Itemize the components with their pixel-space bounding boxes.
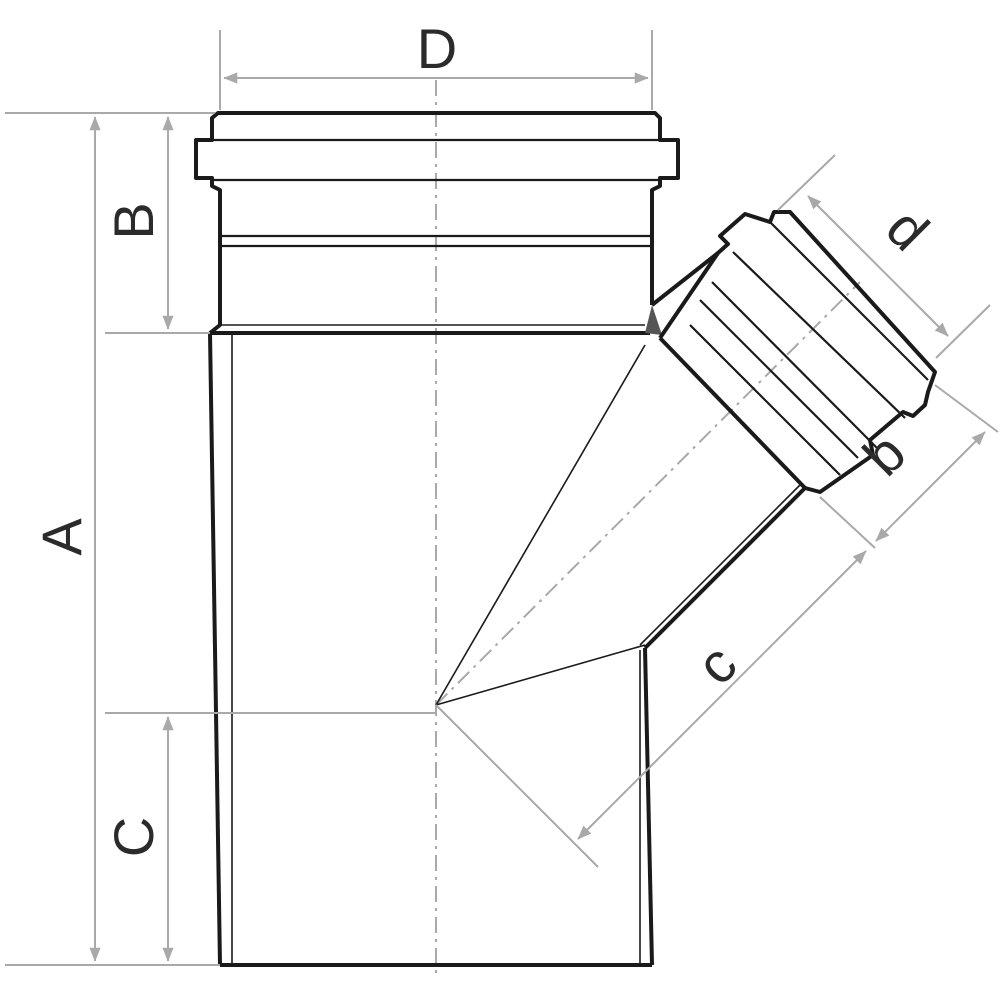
branch-ring-line-5 bbox=[689, 324, 841, 476]
dim-line-branch-b bbox=[875, 431, 986, 542]
label-branch-d: d bbox=[874, 196, 941, 263]
branch-ring-line-3 bbox=[699, 299, 859, 459]
ext-line-branch-origin bbox=[435, 704, 599, 868]
label-branch-c: c bbox=[684, 632, 748, 696]
branch-centerline bbox=[435, 281, 861, 706]
ext-line-branch-base bbox=[819, 496, 876, 549]
branch-socket-base bbox=[658, 336, 807, 490]
ext-line-branch-end bbox=[934, 384, 999, 433]
top-socket-outline bbox=[194, 111, 680, 335]
label-a: A bbox=[30, 518, 93, 556]
label-b: B bbox=[102, 202, 165, 239]
crotch-fill bbox=[645, 305, 662, 335]
branch-lower-wall bbox=[643, 486, 807, 650]
label-d: D bbox=[417, 17, 457, 80]
branch-lower-inner-wall bbox=[639, 484, 801, 646]
branch-socket-outline bbox=[658, 210, 937, 494]
main-left-wall bbox=[208, 332, 222, 966]
main-right-wall-lower bbox=[643, 647, 654, 966]
ext-line-branch-d-lower bbox=[935, 304, 991, 359]
ext-line-branch-d-upper bbox=[777, 154, 836, 211]
label-c: C bbox=[102, 817, 165, 857]
branch-ring-line-2 bbox=[711, 281, 878, 449]
projection-line-upper bbox=[435, 344, 646, 706]
dim-line-branch-c bbox=[577, 550, 867, 840]
dim-line-branch-d bbox=[807, 195, 949, 337]
branch-upper-wall bbox=[650, 251, 720, 307]
